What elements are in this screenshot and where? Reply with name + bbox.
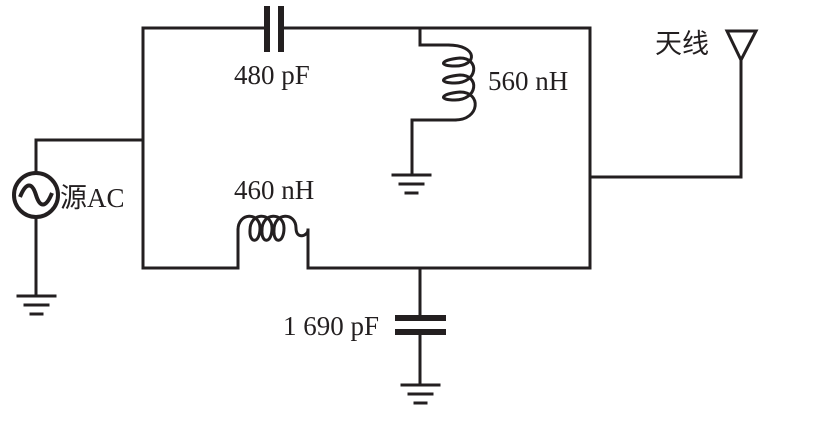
ground-capacitor-icon: [400, 383, 441, 405]
bottom-wire-left: [141, 228, 240, 270]
ac-source-circle: [12, 171, 60, 219]
antenna-triangle: [724, 29, 759, 64]
source-label: 源AC: [60, 183, 125, 213]
series-inductor: [236, 214, 310, 242]
antenna-label: 天线: [655, 29, 709, 59]
bottom-wire-right: [306, 228, 592, 270]
shunt-capacitor: [395, 315, 446, 335]
ac-source: [12, 171, 60, 219]
series-capacitor: [264, 6, 284, 52]
shunt-capacitor-label: 1 690 pF: [283, 311, 379, 341]
antenna-icon: [724, 29, 759, 64]
shunt-inductor-bottom-wire: [410, 118, 457, 177]
ground-inductor-icon: [391, 173, 432, 195]
series-capacitor-label: 480 pF: [234, 60, 310, 90]
shunt-inductor-label: 560 nH: [488, 66, 568, 96]
ac-source-sine-icon: [18, 183, 54, 207]
shunt-inductor-top-wire: [418, 26, 450, 47]
antenna-feed-wire: [588, 58, 743, 179]
shunt-inductor: [442, 43, 477, 122]
wires: [34, 26, 743, 387]
source-top-wire: [34, 138, 145, 174]
series-inductor-coil: [236, 214, 310, 242]
shunt-inductor-coil: [442, 43, 477, 122]
ground-source-icon: [16, 294, 57, 316]
series-inductor-label: 460 nH: [234, 175, 314, 205]
